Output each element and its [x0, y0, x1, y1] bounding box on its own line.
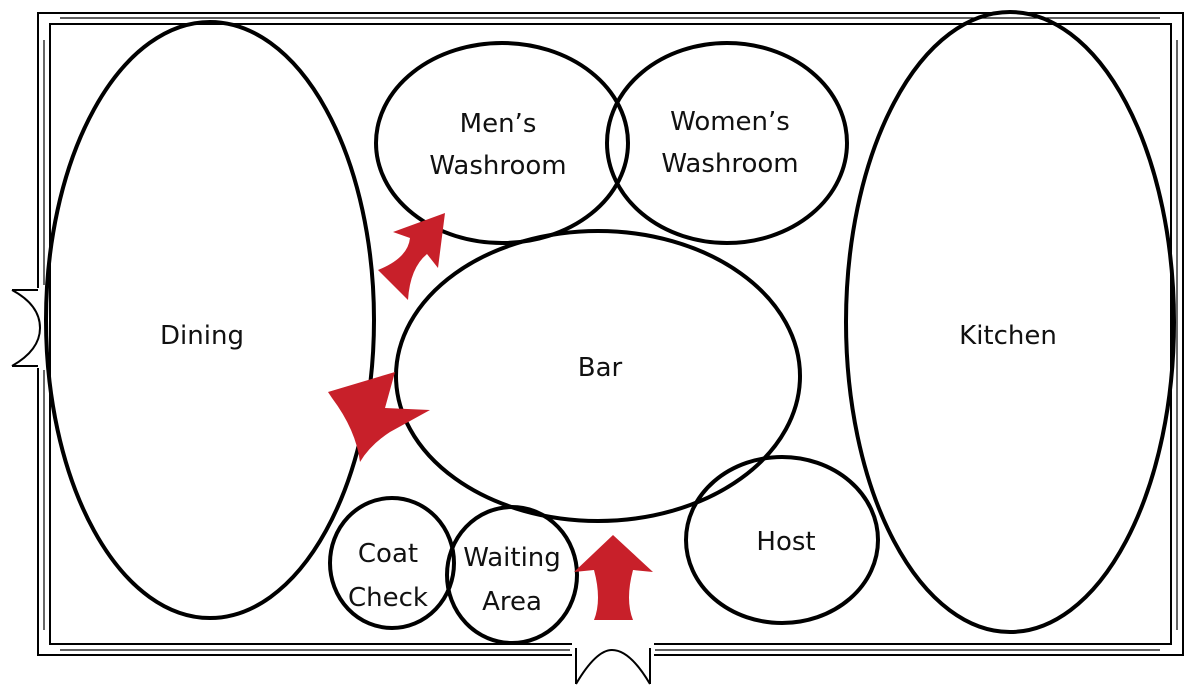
- womens-washroom-zone: [605, 41, 849, 245]
- waiting-area-label-line1: Waiting: [463, 543, 561, 573]
- to-washroom-arrow-icon: [378, 213, 445, 300]
- dining-zone: [44, 20, 376, 620]
- kitchen-zone: [844, 10, 1176, 634]
- bar-label: Bar: [578, 353, 623, 383]
- to-dining-arrow-icon: [328, 372, 430, 462]
- mens-washroom-label-line1: Men’s: [460, 109, 537, 139]
- coat-check-label-line2: Check: [348, 583, 428, 613]
- coat-check-label-line1: Coat: [358, 539, 418, 569]
- entrance-door-icon: [572, 642, 654, 686]
- coat-check-zone: [328, 496, 456, 630]
- host-label: Host: [756, 527, 815, 557]
- mens-washroom-label-line2: Washroom: [429, 151, 566, 181]
- kitchen-label: Kitchen: [959, 321, 1057, 351]
- entrance-arrow-icon: [574, 535, 653, 620]
- host-zone: [684, 455, 880, 625]
- waiting-area-label-line2: Area: [482, 587, 542, 617]
- dining-label: Dining: [160, 321, 244, 351]
- womens-washroom-label-line1: Women’s: [670, 107, 790, 137]
- side-door-icon: [8, 288, 46, 368]
- bar-zone: [394, 229, 802, 523]
- waiting-area-zone: [445, 505, 579, 645]
- mens-washroom-zone: [374, 41, 630, 245]
- womens-washroom-label-line2: Washroom: [661, 149, 798, 179]
